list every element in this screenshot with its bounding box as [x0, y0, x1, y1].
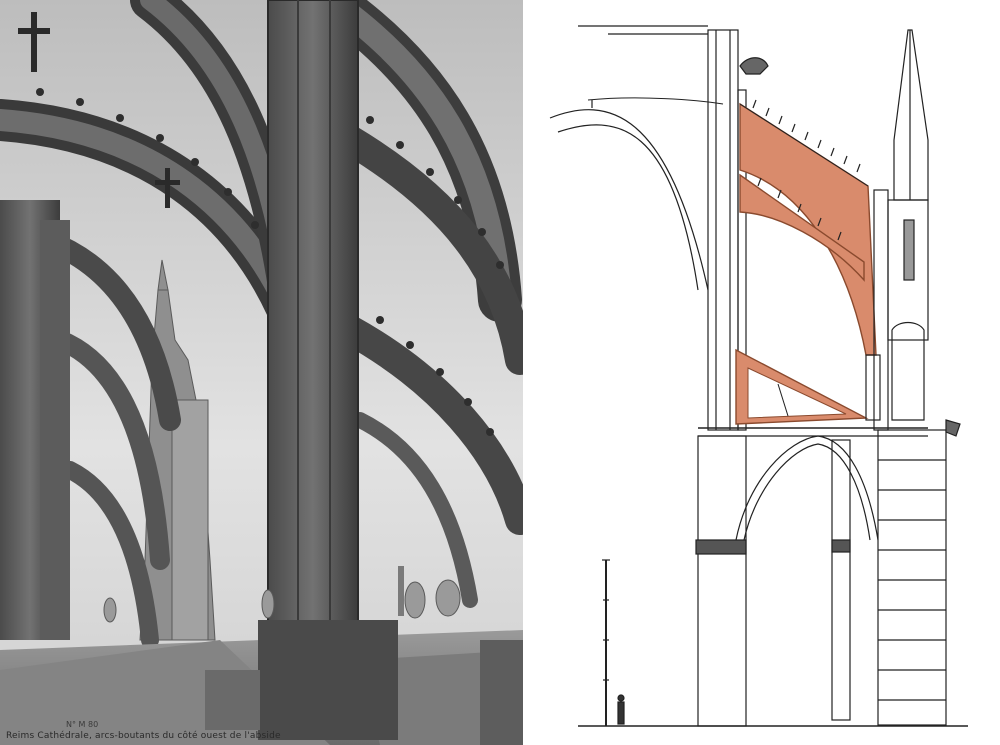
drawing-illustration: [549, 25, 968, 727]
clerestory-wall: [707, 29, 747, 431]
arch-crockets: [36, 88, 504, 436]
buttress-photograph: N° M 80 Reims Cathédrale, arcs-boutants …: [0, 0, 523, 745]
photo-caption: Reims Cathédrale, arcs-boutants du côté …: [6, 731, 281, 741]
buttress-crockets: [752, 99, 861, 241]
outer-pier-pinnacle: [865, 29, 929, 431]
outer-pier-masonry: [877, 419, 961, 726]
nave-vault: [549, 97, 724, 291]
photo-illustration: [0, 0, 523, 745]
gargoyle-statues: [103, 579, 461, 623]
lower-flying-buttress: [735, 348, 869, 425]
rooftops: [0, 620, 523, 745]
distant-chimney: [398, 566, 404, 616]
left-pier: [0, 200, 70, 640]
aisle-arcade: [695, 427, 928, 727]
plate-number: N° M 80: [66, 720, 99, 729]
central-pier: [267, 0, 359, 641]
cross-finials: [18, 12, 180, 208]
human-scale-figure: [617, 694, 625, 725]
section-drawing: [548, 0, 1000, 745]
scale-bar: [602, 559, 610, 726]
upper-flying-buttress: [739, 102, 877, 356]
top-gargoyle: [739, 57, 769, 75]
